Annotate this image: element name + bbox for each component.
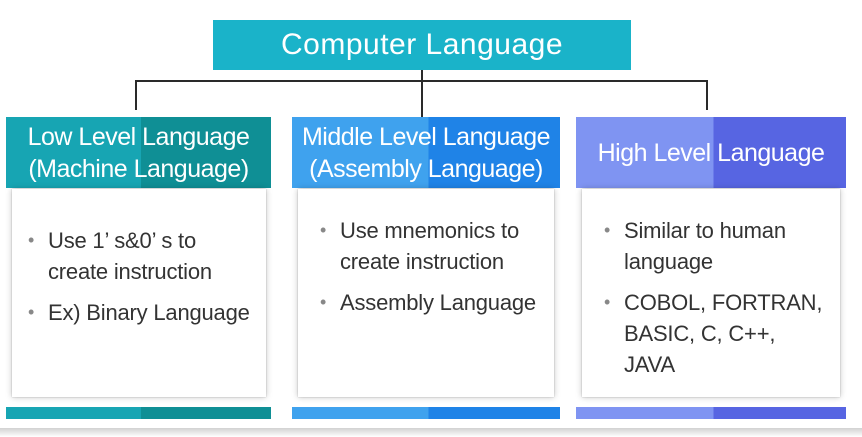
high-level-bullet-1: Similar to human language [624,218,786,274]
low-level-header-line2: (Machine Language) [28,154,249,183]
list-item: •Similar to human language [604,218,786,274]
list-item: •Use mnemonics to create instruction [320,218,519,274]
middle-level-card: •Use mnemonics to create instruction •As… [298,189,554,397]
middle-level-bullet-2: Assembly Language [340,290,536,315]
diagram-title: Computer Language [213,20,631,70]
low-level-card: •Use 1’ s&0’ s to create instruction •Ex… [12,189,266,397]
high-level-bullet-2: COBOL, FORTRAN, BASIC, C, C++, JAVA [624,290,823,377]
high-level-card: •Similar to human language •COBOL, FORTR… [582,189,840,397]
connector-drop-low [135,80,137,110]
floor-shadow [0,428,862,437]
connector-drop-middle [421,80,423,118]
low-level-bullet-2: Ex) Binary Language [48,300,250,325]
list-item: •Ex) Binary Language [28,300,250,325]
low-level-bullet-list: •Use 1’ s&0’ s to create instruction •Ex… [28,225,252,328]
low-level-bullet-1: Use 1’ s&0’ s to create instruction [48,228,212,284]
connector-vertical-top [421,70,423,81]
connector-drop-high [706,80,708,110]
list-item: •Use 1’ s&0’ s to create instruction [28,228,212,284]
middle-level-bullet-1: Use mnemonics to create instruction [340,218,519,274]
middle-level-bottom-bar [292,407,560,419]
high-level-bottom-bar [576,407,846,419]
low-level-bottom-bar [6,407,271,419]
list-item: •Assembly Language [320,290,536,315]
middle-level-header-line1: Middle Level Language [301,122,551,151]
low-level-header: Low Level Language (Machine Language) [6,117,271,188]
middle-level-header: Middle Level Language (Assembly Language… [292,117,560,188]
high-level-bullet-list: •Similar to human language •COBOL, FORTR… [604,215,826,380]
diagram-title-text: Computer Language [280,28,564,61]
middle-level-header-line2: (Assembly Language) [309,154,543,183]
low-level-header-line1: Low Level Language [27,122,250,151]
high-level-header-line1: High Level Language [597,138,825,167]
list-item: •COBOL, FORTRAN, BASIC, C, C++, JAVA [604,290,823,377]
middle-level-bullet-list: •Use mnemonics to create instruction •As… [320,215,540,318]
high-level-header: High Level Language [576,117,846,188]
